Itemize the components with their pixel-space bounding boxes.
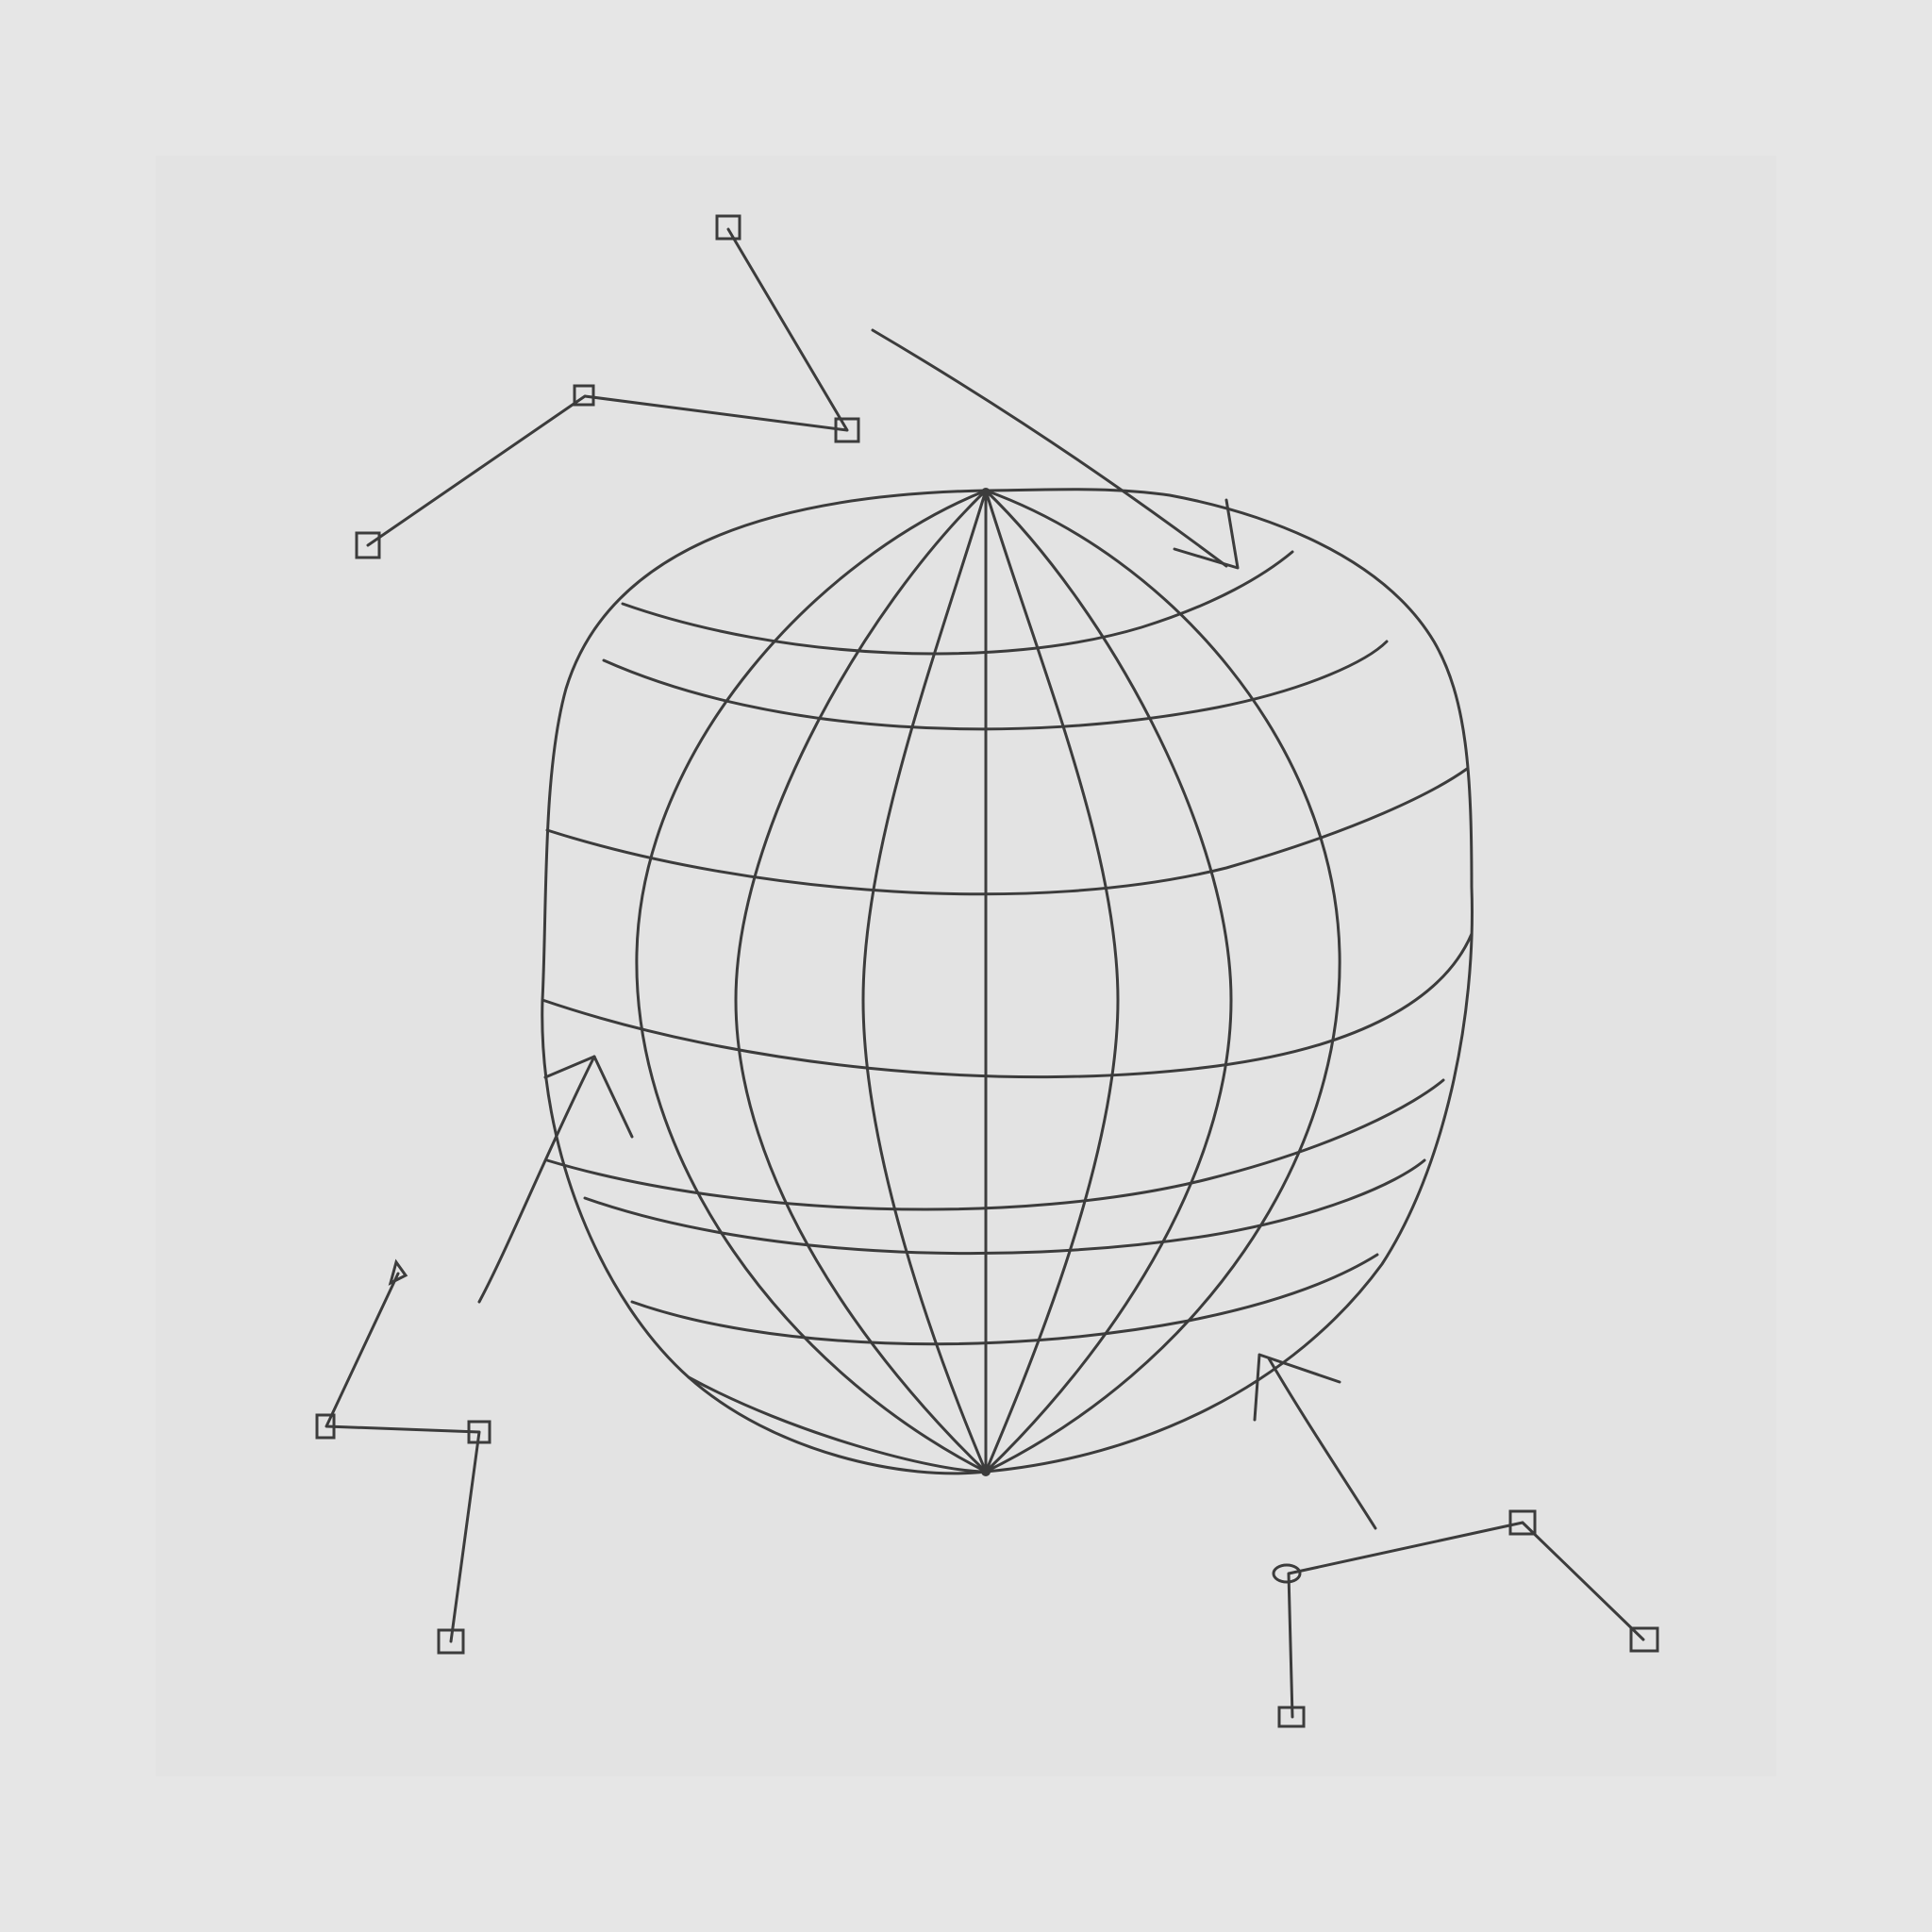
inner-panel (156, 156, 1776, 1776)
south-pole-dot (981, 1467, 991, 1476)
small-square-node-icon (315, 1413, 336, 1440)
connector-bottom-right (1287, 1521, 1645, 1719)
arrow-top-right-shaft (871, 328, 1228, 568)
diagram-arrows (477, 328, 1377, 1530)
arrow-bottom-right-head (1253, 1353, 1341, 1422)
small-square-node-icon (467, 1420, 491, 1444)
parallel-8 (687, 1375, 988, 1474)
small-square-node-icon (834, 417, 860, 443)
meridian-1-right (984, 489, 1120, 1474)
arrow-bottom-right (1253, 1353, 1377, 1530)
small-square-node-icon (1272, 1563, 1302, 1584)
meridian-3-right (984, 489, 1341, 1474)
arrow-left (477, 1055, 634, 1304)
arrow-top-right (871, 328, 1240, 570)
node-group-top-left (355, 214, 860, 559)
arrow-left-head (543, 1055, 634, 1139)
small-square-node-icon (355, 531, 381, 559)
arrow-bottom-right-shaft (1267, 1357, 1377, 1530)
connector-top-left (366, 227, 849, 547)
small-square-node-icon (573, 384, 595, 407)
globe-parallels (541, 550, 1474, 1474)
parallel-5 (545, 1078, 1445, 1211)
meridian-2-right (984, 489, 1233, 1474)
connector-bottom-left (325, 1272, 481, 1643)
small-square-node-icon (1277, 1706, 1306, 1728)
globe-outline (541, 488, 1474, 1475)
small-square-node-icon (437, 1628, 465, 1655)
parallel-2 (602, 640, 1389, 731)
small-square-node-icon (388, 1258, 408, 1286)
node-group-bottom-left (315, 1258, 491, 1655)
arrow-left-shaft (477, 1055, 596, 1304)
parallel-7 (630, 1253, 1379, 1346)
parallel-6 (583, 1158, 1426, 1256)
wireframe-globe (541, 488, 1474, 1476)
parallel-4 (541, 932, 1474, 1079)
parallel-3 (545, 767, 1469, 896)
small-square-node-icon (715, 214, 741, 241)
small-square-node-icon (1508, 1509, 1537, 1536)
parallel-1 (621, 550, 1294, 656)
small-square-node-icon (1629, 1626, 1659, 1653)
node-group-bottom-right (1272, 1509, 1659, 1728)
north-pole-dot (981, 488, 991, 497)
arrow-top-right-head (1173, 498, 1240, 570)
meridian-3-left (635, 489, 988, 1474)
